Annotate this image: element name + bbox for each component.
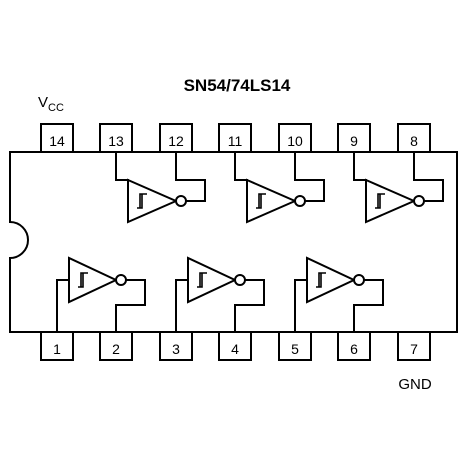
vcc-label-sub: CC xyxy=(48,102,64,114)
pin-9-label: 9 xyxy=(350,133,358,149)
gate-top-1-bubble xyxy=(175,195,187,207)
gate-bottom-2-triangle xyxy=(187,256,238,304)
gate-top-3-input-wire xyxy=(353,152,367,201)
pin-11-box xyxy=(218,123,252,153)
pin-5-label: 5 xyxy=(291,341,299,357)
pin-12-label: 12 xyxy=(168,133,184,149)
pin-4-box xyxy=(218,331,252,361)
gate-bottom-2-input-wire xyxy=(175,279,188,332)
gate-top-2-bubble xyxy=(294,195,306,207)
pin-14-box xyxy=(40,123,74,153)
pin-14-label: 14 xyxy=(49,133,65,149)
pin-8-label: 8 xyxy=(410,133,418,149)
vcc-label: VCC xyxy=(38,94,64,114)
chip-title: SN54/74LS14 xyxy=(184,76,291,95)
gate-top-2-input-wire xyxy=(234,152,248,201)
gate-top-2-hysteresis-icon xyxy=(256,193,266,209)
pin-6-box xyxy=(337,331,371,361)
top-pins: 14 13 12 11 10 9 8 xyxy=(40,123,431,153)
gate-bottom-1 xyxy=(56,256,146,332)
gate-bottom-3-input-wire xyxy=(294,279,307,332)
gate-bottom-2-bubble xyxy=(234,274,246,286)
pin-1-box xyxy=(40,331,74,361)
pin-3-label: 3 xyxy=(172,341,180,357)
pin-6-label: 6 xyxy=(350,341,358,357)
gate-top-3 xyxy=(353,152,444,224)
gate-bottom-2-hysteresis-icon xyxy=(197,272,207,288)
gate-top-1 xyxy=(115,152,206,224)
pin-2-box xyxy=(99,331,133,361)
gate-bottom-1-triangle xyxy=(68,256,119,304)
gate-top-3-bubble xyxy=(413,195,425,207)
pin-7-label: 7 xyxy=(410,341,418,357)
gate-bottom-1-bubble xyxy=(115,274,127,286)
gate-bottom-1-hysteresis-icon xyxy=(78,272,88,288)
gate-bottom-2 xyxy=(175,256,265,332)
gate-top-2 xyxy=(234,152,325,224)
pin-2-label: 2 xyxy=(112,341,120,357)
gate-top-3-output-wire xyxy=(413,152,444,202)
gate-bottom-2-output-wire xyxy=(234,279,265,332)
gate-top-2-output-wire xyxy=(294,152,325,202)
pin-7-box xyxy=(397,331,431,361)
gate-top-1-hysteresis-icon xyxy=(137,193,147,209)
gate-bottom-1-output-wire xyxy=(115,279,146,332)
gate-bottom-3-triangle xyxy=(306,256,357,304)
pin-4-label: 4 xyxy=(231,341,239,357)
bottom-pins: 1 2 3 4 5 6 7 xyxy=(40,331,431,361)
gate-bottom-3-output-wire xyxy=(353,279,384,332)
gnd-label: GND xyxy=(398,376,432,393)
gate-top-2-triangle xyxy=(246,178,298,224)
pin-10-label: 10 xyxy=(287,133,303,149)
pin-13-label: 13 xyxy=(108,133,124,149)
gate-bottom-3-hysteresis-icon xyxy=(316,272,326,288)
pin-1-label: 1 xyxy=(53,341,61,357)
pin-11-label: 11 xyxy=(228,133,243,149)
gate-bottom-3-bubble xyxy=(353,274,365,286)
gate-top-3-triangle xyxy=(365,178,417,224)
gate-bottom-1-input-wire xyxy=(56,279,69,332)
pin-9-box xyxy=(337,123,371,153)
gate-top-1-output-wire xyxy=(175,152,206,202)
chip-body xyxy=(9,151,458,333)
gate-top-1-triangle xyxy=(127,178,179,224)
gate-bottom-3 xyxy=(294,256,384,332)
vcc-label-main: V xyxy=(38,94,48,111)
pin-5-box xyxy=(278,331,312,361)
gate-top-3-hysteresis-icon xyxy=(375,193,385,209)
